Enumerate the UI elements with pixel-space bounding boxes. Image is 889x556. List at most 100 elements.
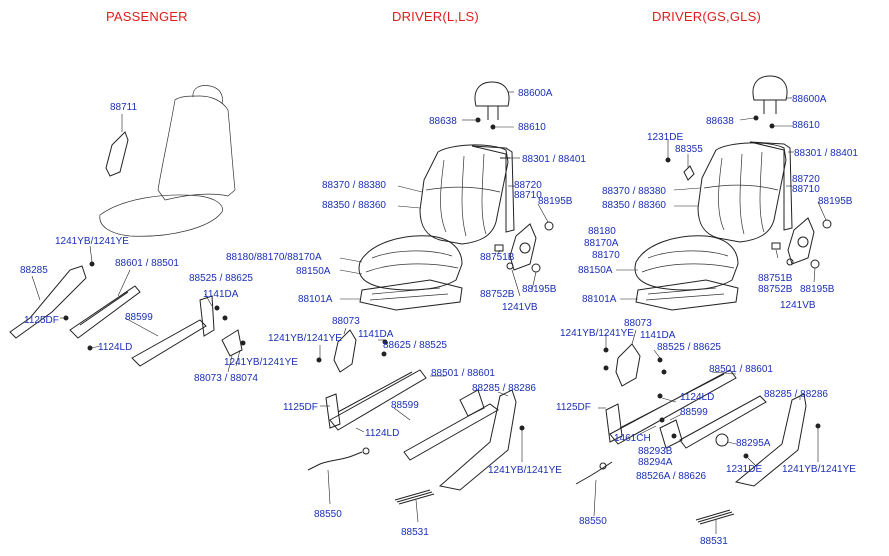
label-d1-88550: 88550 xyxy=(314,509,342,520)
label-d2-1124ld: 1124LD xyxy=(680,392,714,403)
label-d1-1124ld: 1124LD xyxy=(365,428,399,439)
label-d2-1241yb-ye: 1241YB/1241YE xyxy=(560,328,634,339)
passenger-bracket-88711 xyxy=(105,131,129,177)
driver-lls-bracket-88073 xyxy=(333,329,357,373)
label-d2-88355: 88355 xyxy=(675,144,703,155)
label-d1-88150a: 88150A xyxy=(296,266,331,277)
label-d2-88599: 88599 xyxy=(680,407,708,418)
label-d1-88531: 88531 xyxy=(401,527,429,538)
label-d2-1231de-b: 1231DE xyxy=(726,464,762,475)
label-d1-88180-88170: 88180/88170/88170A xyxy=(226,252,322,263)
passenger-adjuster-88601 xyxy=(69,285,141,339)
label-p-1241yb-ye-b: 1241YB/1241YE xyxy=(224,357,298,368)
label-d2-88101a: 88101A xyxy=(582,294,617,305)
label-d2-88170a: 88170A xyxy=(584,238,619,249)
label-d2-88150a: 88150A xyxy=(578,265,613,276)
driver-lls-base-frame xyxy=(359,279,463,311)
label-d1-88710: 88710 xyxy=(514,190,542,201)
driver-gs-slide-rail xyxy=(679,395,767,449)
label-d1-1125df: 1125DF xyxy=(283,402,318,413)
label-d1-88720: 88720 xyxy=(514,180,542,191)
label-d1-88073: 88073 xyxy=(332,316,360,327)
passenger-rail-88285 xyxy=(9,265,87,339)
label-p-88285: 88285 xyxy=(20,265,48,276)
label-d1-88610: 88610 xyxy=(518,122,546,133)
driver-gs-cushion xyxy=(634,235,739,291)
label-d1-88599: 88599 xyxy=(391,400,419,411)
label-d2-88525-88625: 88525 / 88625 xyxy=(657,342,721,353)
label-d2-88610: 88610 xyxy=(792,120,820,131)
label-d1-88625-88525: 88625 / 88525 xyxy=(383,340,447,351)
passenger-bracket-88073 xyxy=(221,329,243,357)
label-d2-1125df: 1125DF xyxy=(556,402,591,413)
label-d2-1241vb: 1241VB xyxy=(780,300,816,311)
label-d2-88501-88601: 88501 / 88601 xyxy=(709,364,773,375)
driver-gs-section: 88600A 88638 88610 1231DE 88355 88301 / … xyxy=(556,75,858,547)
label-d1-88638: 88638 xyxy=(429,116,457,127)
driver-gs-cable-88550 xyxy=(575,461,613,485)
label-d2-88550: 88550 xyxy=(579,516,607,527)
label-d2-1141da: 1141DA xyxy=(640,330,676,341)
label-d2-88526a-88626: 88526A / 88626 xyxy=(636,471,707,482)
driver-lls-back-frame xyxy=(471,145,515,233)
label-p-1241yb-ye: 1241YB/1241YE xyxy=(55,236,129,247)
label-d2-88752b: 88752B xyxy=(758,284,793,295)
label-d1-1141da: 1141DA xyxy=(358,329,394,340)
label-d2-1461ch: 1461CH xyxy=(614,433,651,444)
label-d2-88195b-b: 88195B xyxy=(800,284,835,295)
driver-gs-bracket-88073 xyxy=(615,343,641,387)
driver-gs-headrest xyxy=(752,75,788,101)
label-d1-1241yb-ye: 1241YB/1241YE xyxy=(268,333,342,344)
passenger-slide-rail xyxy=(131,319,207,367)
label-d2-1241yb-ye-b: 1241YB/1241YE xyxy=(782,464,856,475)
label-d1-88195b: 88195B xyxy=(538,196,573,207)
driver-lls-adjuster-88501 xyxy=(329,369,427,431)
label-d2-1231de: 1231DE xyxy=(647,132,683,143)
passenger-headrest-outline xyxy=(192,85,223,105)
label-d2-88073: 88073 xyxy=(624,318,652,329)
label-d2-88285-88286: 88285 / 88286 xyxy=(764,389,828,400)
label-d2-88294a: 88294A xyxy=(638,457,673,468)
label-p-88711: 88711 xyxy=(110,102,138,113)
driver-lls-side-cover xyxy=(438,389,517,491)
label-d2-88170: 88170 xyxy=(592,250,620,261)
label-d2-88751b: 88751B xyxy=(758,273,793,284)
label-p-1124ld: 1124LD xyxy=(98,342,132,353)
label-d2-88195b: 88195B xyxy=(818,196,853,207)
label-d2-88301-88401: 88301 / 88401 xyxy=(794,148,858,159)
header-passenger: PASSENGER xyxy=(106,9,188,24)
label-d2-88531: 88531 xyxy=(700,536,728,547)
label-d1-88370-88380: 88370 / 88380 xyxy=(322,180,386,191)
driver-lls-cushion xyxy=(358,235,463,291)
label-d1-88350-88360: 88350 / 88360 xyxy=(322,200,386,211)
label-p-88073-88074: 88073 / 88074 xyxy=(194,373,258,384)
driver-lls-recliner xyxy=(509,223,537,271)
label-p-1141da: 1141DA xyxy=(203,289,239,300)
label-d1-88195b-b: 88195B xyxy=(522,284,557,295)
label-d2-88710: 88710 xyxy=(792,184,820,195)
driver-gs-recliner xyxy=(787,217,815,265)
label-p-1125df: 1125DF xyxy=(24,315,59,326)
label-d1-88101a: 88101A xyxy=(298,294,333,305)
driver-gs-side-cover xyxy=(734,393,807,487)
label-p-88525-88625: 88525 / 88625 xyxy=(189,273,253,284)
passenger-cushion-outline xyxy=(99,194,223,237)
label-d1-88301-88401: 88301 / 88401 xyxy=(522,154,586,165)
label-d1-88600a: 88600A xyxy=(518,88,553,99)
driver-lls-cable-88550 xyxy=(307,451,363,471)
driver-lls-headrest xyxy=(474,81,510,107)
driver-gs-back-frame xyxy=(749,141,793,231)
driver-lls-spring-88531 xyxy=(394,489,435,505)
label-d2-88720: 88720 xyxy=(792,174,820,185)
label-d2-88350-88360: 88350 / 88360 xyxy=(602,200,666,211)
driver-gs-base-frame xyxy=(635,279,739,311)
label-d1-88285-88286: 88285 / 88286 xyxy=(472,383,536,394)
label-d2-88293b: 88293B xyxy=(638,446,673,457)
label-d1-1241vb: 1241VB xyxy=(502,302,538,313)
label-d2-88370-88380: 88370 / 88380 xyxy=(602,186,666,197)
driver-lls-slide-rail xyxy=(403,403,499,461)
label-d2-88638: 88638 xyxy=(706,116,734,127)
label-p-88601-88501: 88601 / 88501 xyxy=(115,258,179,269)
label-d1-88501-88601: 88501 / 88601 xyxy=(431,368,495,379)
label-d1-1241yb-ye-b: 1241YB/1241YE xyxy=(488,465,562,476)
